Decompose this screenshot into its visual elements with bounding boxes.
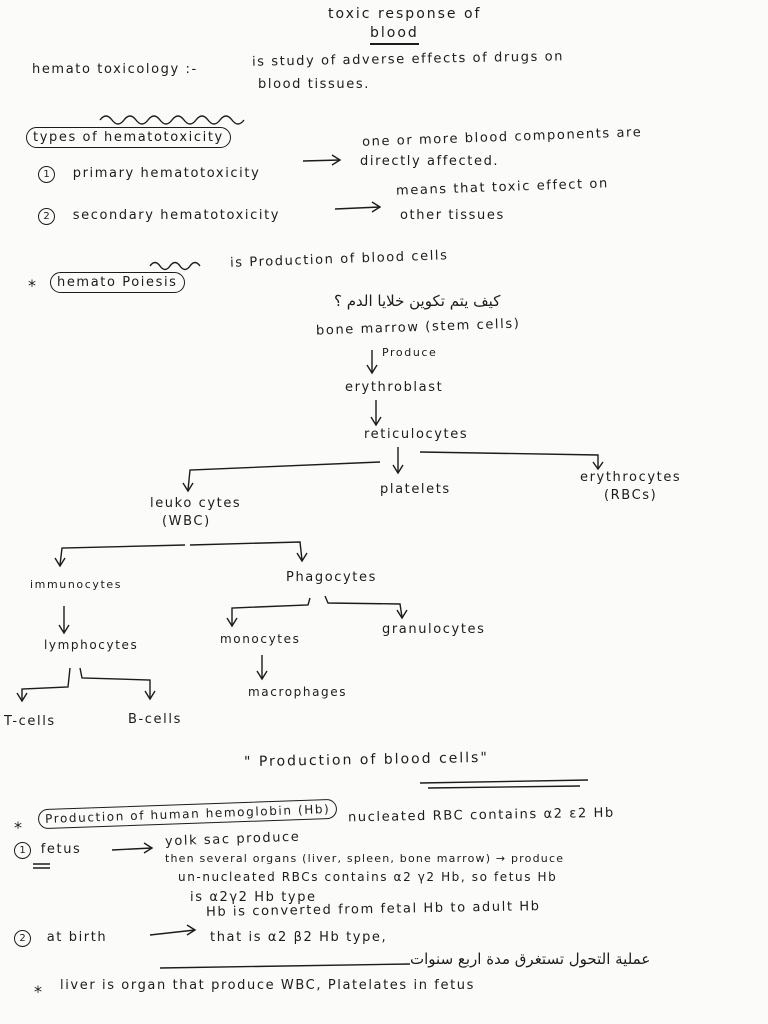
branch-granulocytes [324, 595, 403, 618]
fetus-label: fetus [40, 842, 82, 857]
star-marker: * [28, 276, 38, 295]
item-2: 2 secondary hematotoxicity [38, 208, 280, 225]
leukocytes: leuko cytes [150, 496, 242, 511]
branch-monocytes [231, 597, 311, 625]
arrow-secondary [334, 206, 381, 210]
arrow-primary [302, 159, 341, 162]
number-badge-birth: 2 [14, 930, 31, 947]
primary-desc-2: directly affected. [360, 154, 500, 169]
produce-label: Produce [382, 346, 438, 359]
number-badge-2: 2 [38, 208, 55, 225]
wbc-label: (WBC) [162, 514, 211, 529]
t-cells: T-cells [4, 714, 56, 729]
types-heading: types of hematotoxicity [26, 127, 231, 148]
arrow-fetus [111, 847, 153, 851]
fetus-line-3: un-nucleated RBCs contains α2 γ2 Hb, so … [178, 870, 558, 884]
immunocytes: immunocytes [30, 578, 123, 591]
secondary-desc-2: other tissues [400, 208, 505, 223]
branch-immunocytes [59, 544, 186, 566]
item-1: 1 primary hematotoxicity [38, 166, 260, 183]
branch-t-cells [21, 667, 71, 700]
rbcs-label: (RBCs) [604, 488, 658, 503]
erythrocytes: erythrocytes [580, 470, 682, 485]
birth-line-2: that is α2 β2 Hb type, [210, 930, 388, 945]
birth-item: 2 at birth [14, 930, 107, 947]
number-badge-1: 1 [38, 166, 55, 183]
branch-erythrocytes [419, 451, 599, 468]
hematopoiesis-term: hemato Poiesis [50, 272, 185, 293]
branch-leukocytes [187, 461, 381, 491]
birth-label: at birth [46, 930, 108, 945]
definition-text-2: blood tissues. [258, 77, 370, 92]
macrophages: macrophages [248, 685, 348, 699]
fetus-line-4: is α2γ2 Hb type [190, 890, 317, 905]
arabic-note: عملية التحول تستغرق مدة اربع سنوات [410, 950, 651, 968]
star-marker-liver: * [34, 982, 44, 1001]
phagocytes: Phagocytes [286, 570, 377, 585]
branch-phagocytes [189, 541, 303, 561]
fetus-line-2: then several organs (liver, spleen, bone… [165, 852, 565, 865]
page-title: toxic response of [328, 6, 482, 22]
secondary-term: secondary hematotoxicity [72, 208, 281, 223]
branch-b-cells [79, 667, 151, 698]
liver-note: liver is organ that produce WBC, Platela… [60, 978, 475, 993]
definition-term: hemato toxicology :- [32, 62, 198, 77]
page-subtitle: blood [370, 25, 419, 45]
wavy-decoration-types [99, 115, 245, 125]
star-marker-hb: * [14, 818, 24, 837]
erythroblast: erythroblast [345, 380, 444, 395]
wavy-decoration-hemato [149, 261, 201, 271]
lymphocytes: lymphocytes [44, 638, 139, 652]
granulocytes: granulocytes [382, 622, 486, 637]
reticulocytes: reticulocytes [364, 427, 469, 442]
b-cells: B-cells [128, 712, 182, 727]
monocytes: monocytes [220, 632, 301, 646]
arrow-birth [149, 929, 196, 936]
number-badge-fetus: 1 [14, 842, 31, 859]
primary-term: primary hematotoxicity [72, 166, 261, 181]
fetus-item: 1 fetus [14, 842, 81, 859]
arabic-question: كيف يتم تكوين خلايا الدم ؟ [334, 292, 501, 310]
platelets: platelets [380, 482, 451, 497]
